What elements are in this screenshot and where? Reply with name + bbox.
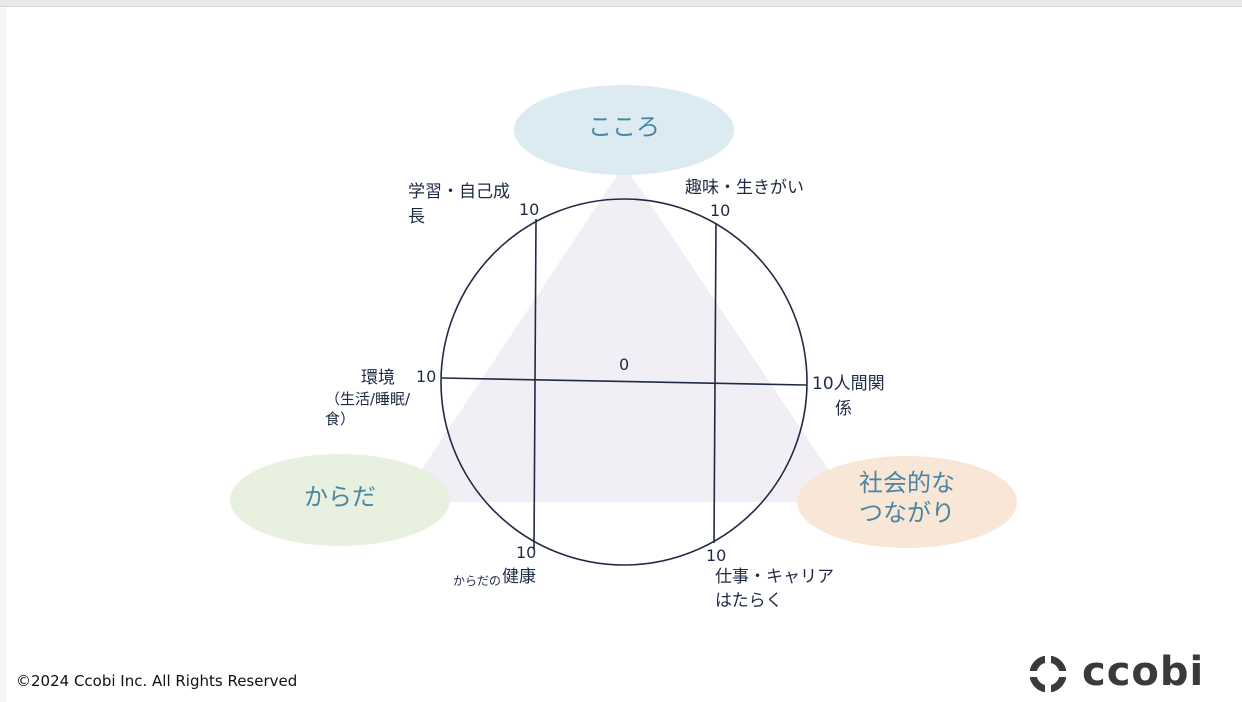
work-label-line1: 仕事・キャリア bbox=[715, 567, 834, 587]
ccobi-logo-text: ccobi bbox=[1082, 649, 1205, 695]
center-zero: 0 bbox=[619, 355, 630, 374]
body-label: からだ bbox=[304, 483, 376, 511]
hobby-value: 10 bbox=[710, 201, 731, 220]
ccobi-logo-icon bbox=[1030, 656, 1066, 692]
work-label-line2: はたらく bbox=[715, 591, 783, 611]
mind-label: こころ bbox=[588, 113, 660, 141]
relations-label-line2: 係 bbox=[835, 399, 852, 419]
mind-bubble bbox=[514, 85, 734, 175]
learning-label-line2: 長 bbox=[408, 207, 425, 227]
health-prefix: からだの bbox=[453, 574, 502, 588]
hobby-label: 趣味・生きがい bbox=[685, 178, 804, 198]
social-label-line1: 社会的な bbox=[859, 469, 955, 497]
axis-environment-relations bbox=[441, 377, 807, 386]
radar-circle bbox=[440, 198, 808, 566]
environment-value: 10 bbox=[416, 367, 437, 386]
social-bubble bbox=[797, 456, 1017, 548]
body-bubble bbox=[230, 454, 450, 546]
learning-value: 10 bbox=[519, 200, 540, 219]
relations-label-line1: 10人間関 bbox=[812, 374, 885, 394]
environment-label-line2: （生活/睡眠/ bbox=[325, 390, 411, 408]
health-value: 10 bbox=[516, 543, 537, 562]
left-edge-strip bbox=[0, 7, 6, 702]
axis-learning-health bbox=[533, 218, 537, 550]
health-label: 健康 bbox=[502, 567, 536, 587]
copyright-text: ©2024 Ccobi Inc. All Rights Reserved bbox=[16, 672, 298, 690]
social-label-line2: つながり bbox=[859, 499, 955, 527]
work-value: 10 bbox=[706, 546, 727, 565]
environment-label-line3: 食） bbox=[325, 410, 356, 428]
background-triangle bbox=[400, 165, 850, 502]
learning-label-line1: 学習・自己成 bbox=[408, 182, 510, 202]
top-rule bbox=[0, 0, 1242, 7]
environment-label: 環境 bbox=[361, 368, 395, 388]
